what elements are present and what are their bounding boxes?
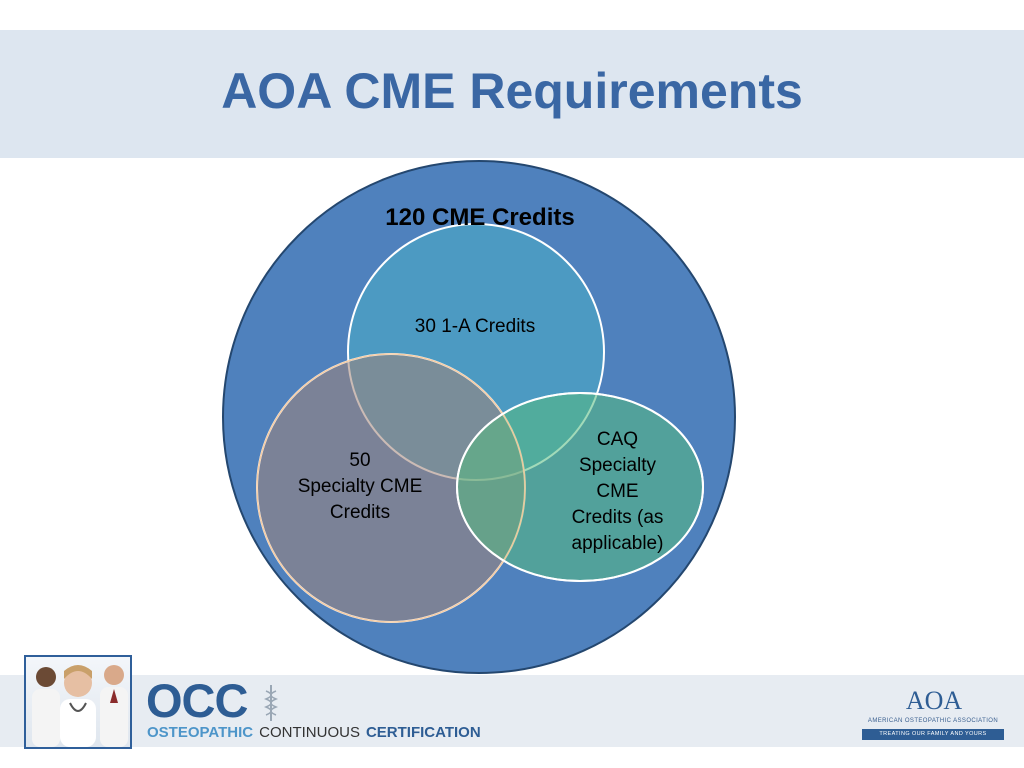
venn-diagram	[222, 160, 736, 674]
right-label-line: Credits (as	[571, 507, 664, 528]
right-circle-outline	[456, 392, 704, 582]
top-circle-label: 30 1-A Credits	[414, 316, 536, 337]
occ-tagline: OSTEOPATHIC CONTINUOUS CERTIFICATION	[147, 724, 481, 742]
caduceus-icon	[263, 685, 279, 721]
title-band	[0, 30, 1024, 158]
footer-band	[0, 675, 1024, 747]
left-label-line: Credits	[329, 502, 391, 523]
occ-tagline-certification: CERTIFICATION	[365, 724, 481, 741]
aoa-name: AMERICAN OSTEOPATHIC ASSOCIATION	[867, 718, 999, 724]
left-label-line: Specialty CME	[297, 476, 423, 497]
outer-circle-label: 120 CME Credits	[385, 204, 575, 231]
right-label-line: CME	[596, 481, 639, 502]
right-label-line: applicable)	[571, 533, 664, 554]
left-label-line: 50	[349, 450, 371, 471]
aoa-mark-icon: AOA	[906, 686, 963, 715]
occ-tagline-osteopathic: OSTEOPATHIC	[147, 724, 254, 741]
occ-tagline-continuous: CONTINUOUS	[259, 724, 360, 741]
right-label-line: Specialty	[578, 455, 657, 476]
page-title: AOA CME Requirements	[221, 63, 803, 119]
right-circle-label: CAQ Specialty CME Credits (as applicable…	[545, 427, 690, 557]
left-circle-outline	[256, 353, 526, 623]
svg-text:AOA: AOA	[906, 686, 963, 715]
occ-logo: OCC	[146, 674, 248, 727]
left-circle-label: 50 Specialty CME Credits	[270, 448, 450, 526]
doctors-photo	[24, 655, 132, 749]
aoa-slogan: TREATING OUR FAMILY AND YOURS	[862, 729, 1004, 740]
right-label-line: CAQ	[596, 429, 639, 450]
